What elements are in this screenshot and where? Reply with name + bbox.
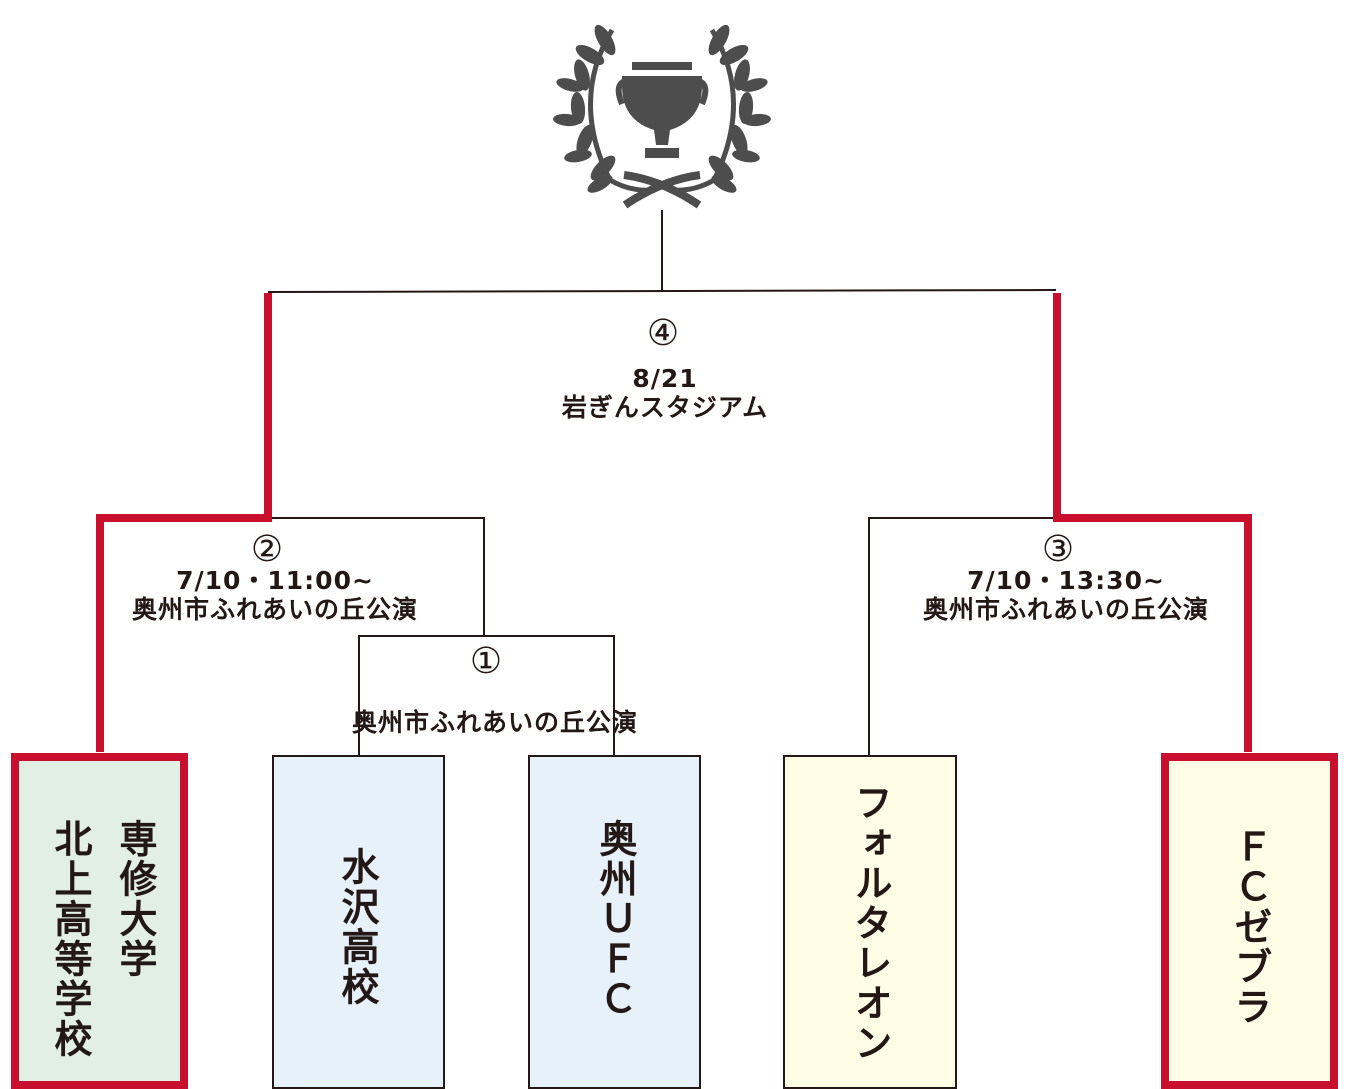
match-4-venue: 岩ぎんスタジアム (561, 393, 769, 422)
match-2-info: 7/10・11:00~ 奥州市ふれあいの丘公演 (110, 566, 440, 624)
match-2-venue: 奥州市ふれあいの丘公演 (131, 595, 418, 624)
team-box-oshu-ufc: 奥州ＵＦＣ (528, 755, 701, 1089)
trophy-laurel-icon (553, 24, 771, 209)
match-1-venue: 奥州市ふれあいの丘公演 (351, 708, 638, 737)
team-senshu-line2: 北上高等学校 (48, 819, 92, 1059)
team-fc-zebra-name: ＦＣゼブラ (1228, 827, 1272, 1027)
match-1-info: 奥州市ふれあいの丘公演 (330, 708, 660, 737)
team-box-fortaleon: フォルタレオン (783, 755, 957, 1089)
match-3-date: 7/10・13:30~ (967, 566, 1165, 595)
match-1-number: ① (469, 641, 503, 682)
team-oshu-ufc-name: 奥州ＵＦＣ (593, 819, 637, 1019)
match-3-venue: 奥州市ふれあいの丘公演 (922, 595, 1209, 624)
team-box-senshu: 専修大学 北上高等学校 (11, 753, 188, 1089)
bracket-black-lines (267, 210, 1057, 756)
team-box-mizusawa: 水沢高校 (272, 755, 445, 1089)
match-4-number: ④ (646, 313, 680, 354)
match-3-number: ③ (1041, 529, 1075, 570)
team-box-fc-zebra: ＦＣゼブラ (1161, 753, 1338, 1089)
match-4-info: 8/21 岩ぎんスタジアム (520, 364, 810, 422)
match-2-number: ② (250, 529, 284, 570)
team-fortaleon-name: フォルタレオン (848, 783, 892, 1063)
match-2-date: 7/10・11:00~ (176, 566, 374, 595)
team-senshu-line1: 専修大学 (113, 819, 157, 979)
match-3-info: 7/10・13:30~ 奥州市ふれあいの丘公演 (901, 566, 1231, 624)
bracket-winner-lines (96, 293, 1252, 752)
team-mizusawa-name: 水沢高校 (335, 847, 379, 1007)
match-4-date: 8/21 (632, 364, 698, 393)
